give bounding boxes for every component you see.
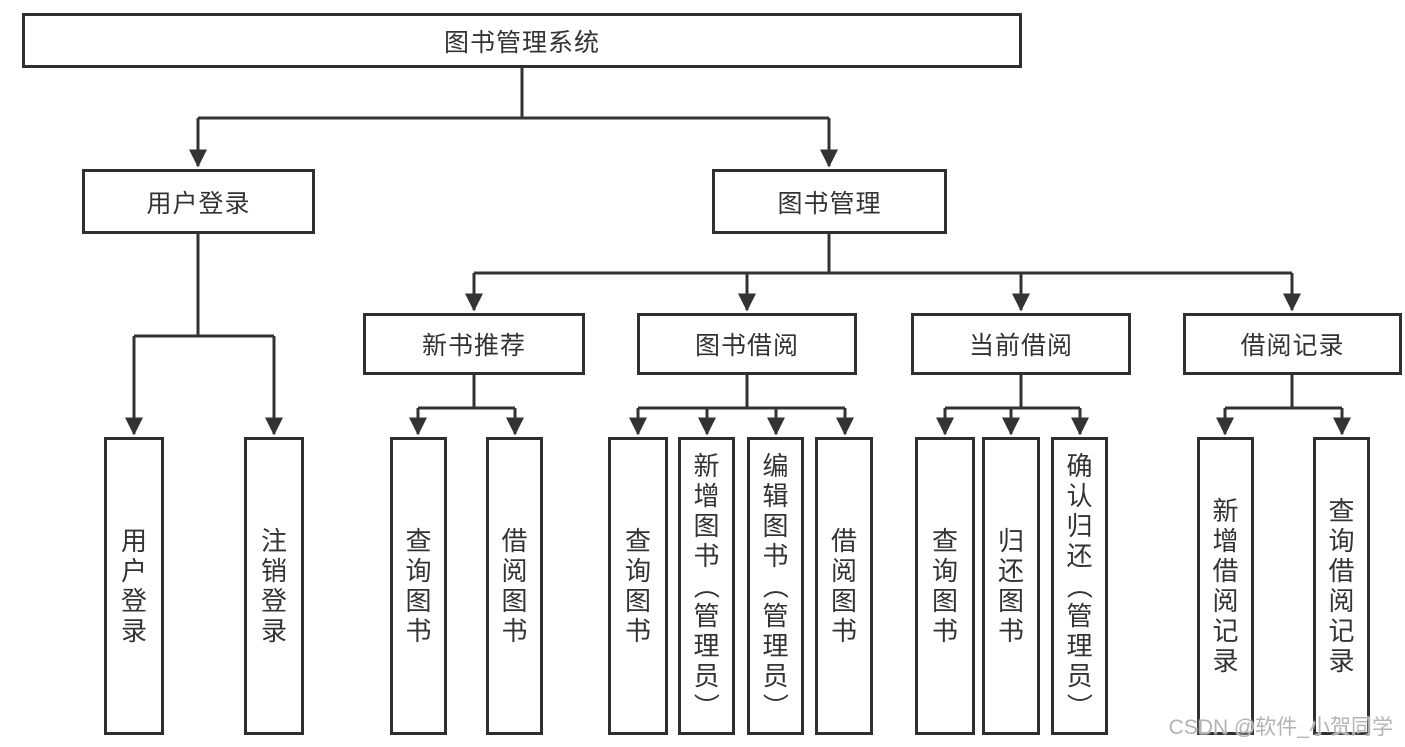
leaf-query-books-recommend: 查询图书 [390,437,447,735]
node-library-management-system: 图书管理系统 [22,13,1022,68]
node-current-borrowing: 当前借阅 [911,313,1131,375]
leaf-label: 确认归还（管理员） [1064,451,1095,720]
node-label: 图书管理系统 [443,28,600,57]
leaf-add-books-admin: 新增图书（管理员） [678,437,735,735]
node-book-borrowing: 图书借阅 [637,313,857,375]
leaf-label: 新增借阅记录 [1212,496,1239,676]
leaf-label: 归还图书 [997,526,1024,646]
leaf-add-borrow-record: 新增借阅记录 [1197,437,1254,735]
leaf-user-login: 用户登录 [104,437,164,735]
node-label: 新书推荐 [421,332,526,360]
node-book-management: 图书管理 [712,169,947,234]
leaf-query-books-current: 查询图书 [915,437,975,735]
leaf-query-borrow-record: 查询借阅记录 [1313,437,1370,735]
node-new-book-recommendation: 新书推荐 [363,313,585,375]
node-label: 当前借阅 [968,332,1073,360]
watermark: CSDN @软件_小贺同学 [1168,716,1393,739]
leaf-label: 新增图书（管理员） [691,451,722,720]
leaf-label: 查询图书 [931,526,958,646]
leaf-label: 注销登录 [260,526,287,646]
leaf-return-books: 归还图书 [982,437,1040,735]
node-label: 用户登录 [146,189,251,218]
leaf-query-books-borrowing: 查询图书 [608,437,668,735]
leaf-label: 查询借阅记录 [1328,496,1355,676]
leaf-borrow-books: 借阅图书 [815,437,873,735]
node-label: 借阅记录 [1240,332,1345,360]
leaf-label: 借阅图书 [830,526,857,646]
leaf-edit-books-admin: 编辑图书（管理员） [747,437,804,735]
node-user-login: 用户登录 [82,169,315,234]
leaf-logout: 注销登录 [244,437,304,735]
leaf-label: 用户登录 [120,526,147,646]
leaf-label: 查询图书 [405,526,432,646]
leaf-label: 编辑图书（管理员） [760,451,791,720]
node-borrowing-records: 借阅记录 [1183,313,1402,375]
node-label: 图书借阅 [694,332,799,360]
node-label: 图书管理 [777,189,882,218]
leaf-confirm-return-admin: 确认归还（管理员） [1051,437,1108,735]
leaf-label: 查询图书 [624,526,651,646]
leaf-borrow-books-recommend: 借阅图书 [486,437,543,735]
leaf-label: 借阅图书 [501,526,528,646]
